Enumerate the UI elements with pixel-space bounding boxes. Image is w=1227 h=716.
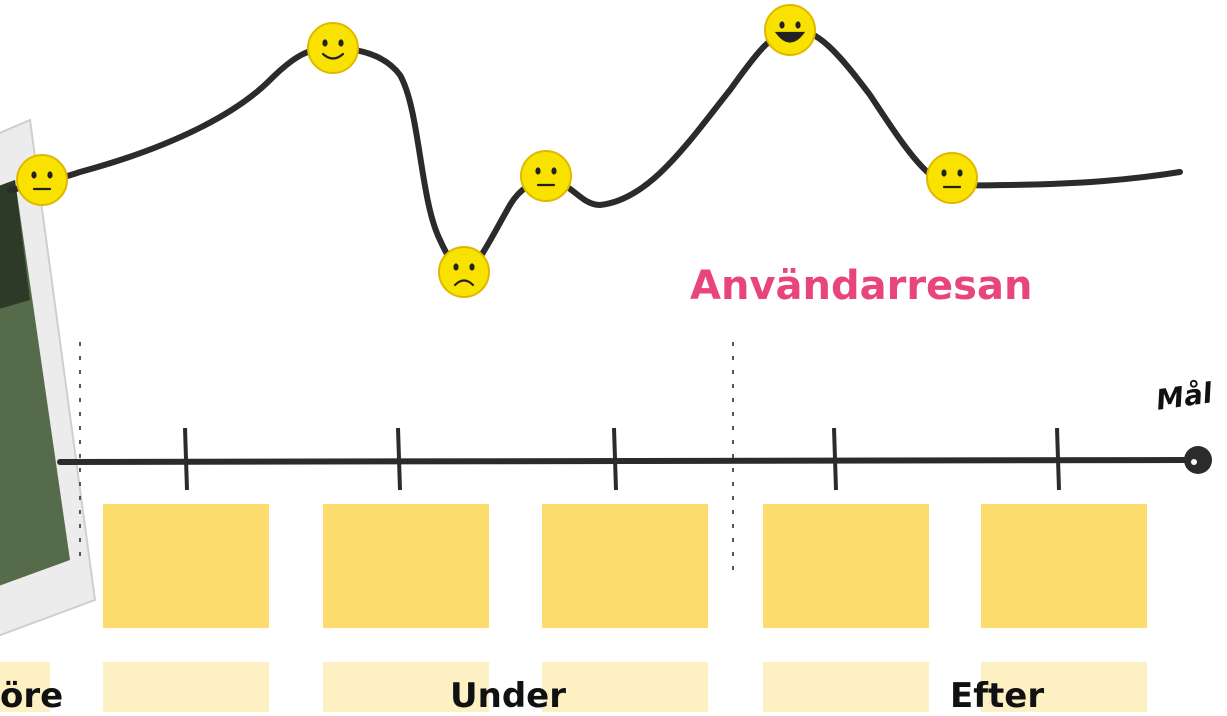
neutral-face-icon xyxy=(926,152,978,204)
timeline-tick xyxy=(612,427,618,491)
timeline-ticks xyxy=(183,427,1061,491)
neutral-face-icon xyxy=(520,150,572,202)
timeline-tick xyxy=(183,427,189,491)
phase-label-under: Under xyxy=(450,676,566,716)
goal-endpoint-icon xyxy=(1184,446,1212,474)
timeline-tick xyxy=(832,427,838,491)
phase-label-efter: Efter xyxy=(950,676,1045,716)
timeline-tick xyxy=(396,427,402,491)
phase-label-fore: öre xyxy=(0,676,64,716)
sticky-note-reflection xyxy=(323,662,489,712)
sticky-note xyxy=(103,504,269,628)
sticky-note-reflection xyxy=(0,662,50,712)
sticky-note xyxy=(981,504,1147,628)
smiling-face-icon xyxy=(307,22,359,74)
sticky-note-reflection xyxy=(981,662,1147,712)
faded-sticky-notes xyxy=(0,662,1147,712)
sad-face-icon xyxy=(438,246,490,298)
neutral-face-icon xyxy=(16,154,68,206)
sticky-note-reflection xyxy=(542,662,708,712)
emotion-markers xyxy=(16,4,978,298)
sticky-note xyxy=(542,504,708,628)
sticky-note-reflection xyxy=(763,662,929,712)
emotion-curve xyxy=(7,26,1183,276)
diagram-title: Användarresan xyxy=(690,263,1033,309)
polaroid-photo xyxy=(0,118,97,637)
sticky-notes xyxy=(103,504,1147,628)
timeline-tick xyxy=(1055,427,1061,491)
timeline-axis xyxy=(57,457,1188,465)
sticky-note-reflection xyxy=(103,662,269,712)
sticky-note xyxy=(763,504,929,628)
laughing-face-icon xyxy=(764,4,816,56)
sticky-note xyxy=(323,504,489,628)
